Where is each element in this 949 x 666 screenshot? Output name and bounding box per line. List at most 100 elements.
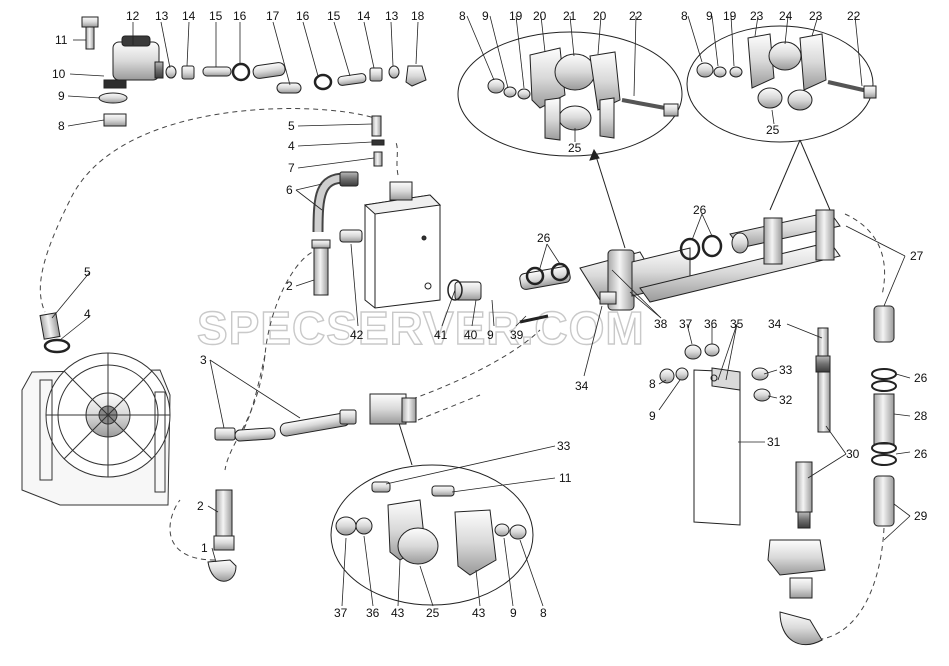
- callout-5: 5: [84, 265, 91, 279]
- callout-37: 37: [334, 606, 348, 620]
- callout-4: 4: [288, 139, 295, 153]
- callout-6: 6: [286, 183, 293, 197]
- callout-43: 43: [391, 606, 405, 620]
- detail-c-parts: [335, 481, 527, 576]
- nut-8-top: [103, 113, 127, 127]
- detail-circle-clamp-c: [330, 464, 534, 606]
- callout-2: 2: [197, 499, 204, 513]
- callout-26: 26: [537, 231, 551, 245]
- callout-19: 19: [509, 9, 523, 23]
- leader-lines: [51, 15, 911, 607]
- hose-2-upper: [311, 239, 331, 296]
- callout-18: 18: [411, 9, 425, 23]
- callout-36: 36: [704, 317, 718, 331]
- callout-9: 9: [706, 9, 713, 23]
- callout-43: 43: [472, 606, 486, 620]
- callout-25: 25: [426, 606, 440, 620]
- callout-41: 41: [434, 328, 448, 342]
- callout-16: 16: [296, 9, 310, 23]
- pipe-fittings-row: [165, 62, 427, 94]
- callout-7: 7: [288, 161, 295, 175]
- parts-4-5-left: [39, 312, 71, 354]
- callout-20: 20: [593, 9, 607, 23]
- callout-9: 9: [58, 89, 65, 103]
- callout-38: 38: [654, 317, 668, 331]
- callout-21: 21: [563, 9, 577, 23]
- callout-42: 42: [350, 328, 364, 342]
- fitting-42: [339, 229, 363, 243]
- callout-8: 8: [540, 606, 547, 620]
- callout-24: 24: [779, 9, 793, 23]
- callout-27: 27: [910, 249, 924, 263]
- watermark-text: SPECSERVER.COM: [197, 302, 645, 354]
- callout-8: 8: [459, 9, 466, 23]
- callout-5: 5: [288, 119, 295, 133]
- callout-26: 26: [914, 371, 928, 385]
- callout-11: 11: [55, 33, 68, 47]
- sensor-34: [815, 327, 831, 373]
- callout-22: 22: [629, 9, 643, 23]
- callout-4: 4: [84, 307, 91, 321]
- callout-12: 12: [126, 9, 140, 23]
- callout-28: 28: [914, 409, 928, 423]
- detail-b-parts: [696, 33, 877, 111]
- coupler-right: [369, 393, 417, 425]
- parts-4-5-7: [371, 115, 385, 167]
- callout-30: 30: [846, 447, 860, 461]
- callout-35: 35: [730, 317, 744, 331]
- detail-circles: [330, 25, 874, 606]
- callout-10: 10: [52, 67, 66, 81]
- dashed-routing-lines: [39, 108, 886, 641]
- hose-27-28: [871, 305, 897, 527]
- callout-3: 3: [200, 353, 207, 367]
- callout-1: 1: [201, 541, 208, 555]
- hose-6: [312, 171, 359, 233]
- callout-26: 26: [914, 447, 928, 461]
- callout-40: 40: [464, 328, 478, 342]
- callout-33: 33: [779, 363, 793, 377]
- callout-8: 8: [681, 9, 688, 23]
- callout-14: 14: [357, 9, 371, 23]
- callout-23: 23: [750, 9, 764, 23]
- callout-26: 26: [693, 203, 707, 217]
- washers-36-37: [659, 343, 771, 402]
- washer-9-top: [98, 92, 128, 104]
- callout-2: 2: [286, 279, 293, 293]
- detail-circle-clamp-a: [457, 31, 683, 157]
- valve-assembly: [103, 35, 164, 89]
- callout-25: 25: [766, 123, 780, 137]
- bolt-11-top: [81, 16, 99, 50]
- callout-labels: 12 13 14 15 16 17 16 15 14 13 18 11 10 9…: [52, 9, 928, 620]
- callout-36: 36: [366, 606, 380, 620]
- callout-16: 16: [233, 9, 247, 23]
- long-rails: [639, 209, 841, 303]
- pump-unit: [767, 539, 826, 646]
- callout-15: 15: [209, 9, 223, 23]
- callout-20: 20: [533, 9, 547, 23]
- expansion-tank: [363, 181, 442, 309]
- bracket-31: [693, 367, 741, 526]
- detail-a-parts: [487, 47, 679, 141]
- detail-pointer-lines: [397, 139, 831, 466]
- callout-34: 34: [768, 317, 782, 331]
- callout-39: 39: [510, 328, 524, 342]
- callout-13: 13: [385, 9, 399, 23]
- callout-9: 9: [482, 9, 489, 23]
- callout-9: 9: [649, 409, 656, 423]
- fan-housing: [21, 352, 171, 506]
- callout-31: 31: [767, 435, 781, 449]
- callout-23: 23: [809, 9, 823, 23]
- hose-2-lower: [207, 489, 237, 582]
- callout-29: 29: [914, 509, 928, 523]
- callout-9: 9: [487, 328, 494, 342]
- callout-33: 33: [557, 439, 571, 453]
- callout-9: 9: [510, 606, 517, 620]
- callout-15: 15: [327, 9, 341, 23]
- callout-14: 14: [182, 9, 196, 23]
- callout-13: 13: [155, 9, 169, 23]
- callout-8: 8: [649, 377, 656, 391]
- callout-25: 25: [568, 141, 582, 155]
- detail-circle-clamp-b: [686, 25, 874, 143]
